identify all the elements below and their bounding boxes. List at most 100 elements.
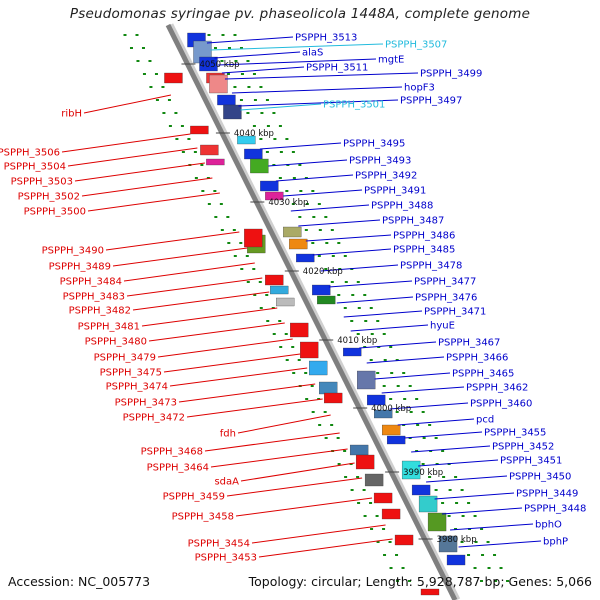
orf-dot xyxy=(297,359,301,361)
gene-label-minus: ribH xyxy=(61,109,82,120)
orf-dot xyxy=(298,164,302,166)
orf-dot xyxy=(344,476,348,478)
orf-dot xyxy=(421,463,425,465)
orf-dot xyxy=(291,151,295,153)
orf-dot xyxy=(194,177,198,179)
plus-gene-2 xyxy=(199,56,218,72)
plus-gene-6 xyxy=(223,104,242,120)
label-leader-line xyxy=(404,431,483,439)
label-leader-line xyxy=(458,540,542,548)
label-leader-line xyxy=(450,523,534,531)
orf-dot xyxy=(338,268,342,270)
orf-dot xyxy=(357,502,361,504)
minus-gene-10 xyxy=(300,341,319,359)
map-title: Pseudomonas syringae pv. phaseolicola 14… xyxy=(69,6,531,22)
label-leader-line xyxy=(389,402,469,410)
orf-dot xyxy=(467,502,471,504)
orf-dot xyxy=(428,476,432,478)
gene-label-minus: fdh xyxy=(220,429,236,440)
minus-gene-9 xyxy=(290,322,309,338)
plus-gene-9 xyxy=(250,158,269,174)
orf-dot xyxy=(434,489,438,491)
orf-dot xyxy=(312,216,316,218)
orf-dot xyxy=(299,190,303,192)
orf-dot xyxy=(149,86,153,88)
orf-dot xyxy=(123,34,127,36)
label-leader-line xyxy=(283,189,363,197)
plus-gene-19 xyxy=(367,394,386,406)
orf-dot xyxy=(161,86,165,88)
minus-gene-12 xyxy=(319,381,338,395)
label-leader-line xyxy=(178,383,316,403)
gene-label-minus: PSPPH_3468 xyxy=(141,447,203,458)
label-leader-line xyxy=(141,307,278,327)
orf-dot xyxy=(213,47,217,49)
minus-gene-6 xyxy=(265,274,284,286)
orf-dot xyxy=(234,60,238,62)
orf-dot xyxy=(259,138,263,140)
orf-dot xyxy=(337,242,341,244)
orf-dot xyxy=(252,268,256,270)
orf-dot xyxy=(245,255,249,257)
gene-label-plus: PSPPH_3460 xyxy=(470,399,532,410)
orf-dot xyxy=(382,528,386,530)
orf-dot xyxy=(330,229,334,231)
plus-gene-16 xyxy=(317,295,336,305)
label-leader-line xyxy=(240,103,322,111)
orf-dot xyxy=(481,554,485,556)
label-leader-line xyxy=(169,367,308,387)
gene-label-plus: bphO xyxy=(535,520,562,531)
orf-dot xyxy=(305,398,309,400)
backbone-line xyxy=(165,23,458,600)
minus-gene-13 xyxy=(324,392,343,404)
label-leader-line xyxy=(305,234,392,242)
orf-dot xyxy=(187,138,191,140)
orf-dot xyxy=(370,528,374,530)
orf-dot xyxy=(317,255,321,257)
plus-gene-20 xyxy=(374,409,393,419)
minus-gene-1 xyxy=(190,125,209,135)
gene-label-plus: PSPPH_3471 xyxy=(424,307,486,318)
tick-label: 3980 kbp xyxy=(437,535,477,545)
orf-dot xyxy=(162,112,166,114)
minus-gene-20 xyxy=(420,588,440,596)
plus-gene-12 xyxy=(283,226,302,238)
label-lines-layer xyxy=(61,36,542,558)
orf-dot xyxy=(239,47,243,49)
label-leader-line xyxy=(434,492,515,500)
orf-dot xyxy=(219,203,223,205)
plus-gene-14 xyxy=(296,253,315,263)
orf-dot xyxy=(324,437,328,439)
orf-dot xyxy=(362,489,366,491)
minus-gene-14 xyxy=(349,444,369,456)
label-leader-line xyxy=(343,310,423,318)
gene-label-plus: PSPPH_3497 xyxy=(400,96,462,107)
orf-dot xyxy=(390,372,394,374)
gene-label-minus: PSPPH_3480 xyxy=(85,337,147,348)
gene-label-minus: PSPPH_3506 xyxy=(0,148,60,159)
orf-dot xyxy=(266,320,270,322)
gene-label-plus: pcd xyxy=(476,415,494,426)
orf-dot xyxy=(227,47,231,49)
orf-dot xyxy=(259,307,263,309)
plus-gene-15 xyxy=(312,284,331,296)
minus-gene-18 xyxy=(381,508,401,520)
orf-dot xyxy=(350,320,354,322)
orf-dot xyxy=(273,138,277,140)
label-leader-line xyxy=(214,51,301,59)
minus-gene-8 xyxy=(276,297,295,307)
label-leader-line xyxy=(81,177,213,197)
orf-dot xyxy=(292,177,296,179)
tick-label: 4040 kbp xyxy=(234,129,274,139)
orf-dot xyxy=(142,73,146,75)
orf-dot xyxy=(325,242,329,244)
orf-dot xyxy=(259,86,263,88)
orf-dot xyxy=(395,411,399,413)
gene-label-plus: PSPPH_3485 xyxy=(393,245,455,256)
gene-label-plus: PSPPH_3511 xyxy=(306,63,368,74)
orf-dot xyxy=(455,502,459,504)
orf-dot xyxy=(252,73,256,75)
minus-gene-15 xyxy=(355,454,375,470)
plus-gene-28 xyxy=(446,554,466,566)
